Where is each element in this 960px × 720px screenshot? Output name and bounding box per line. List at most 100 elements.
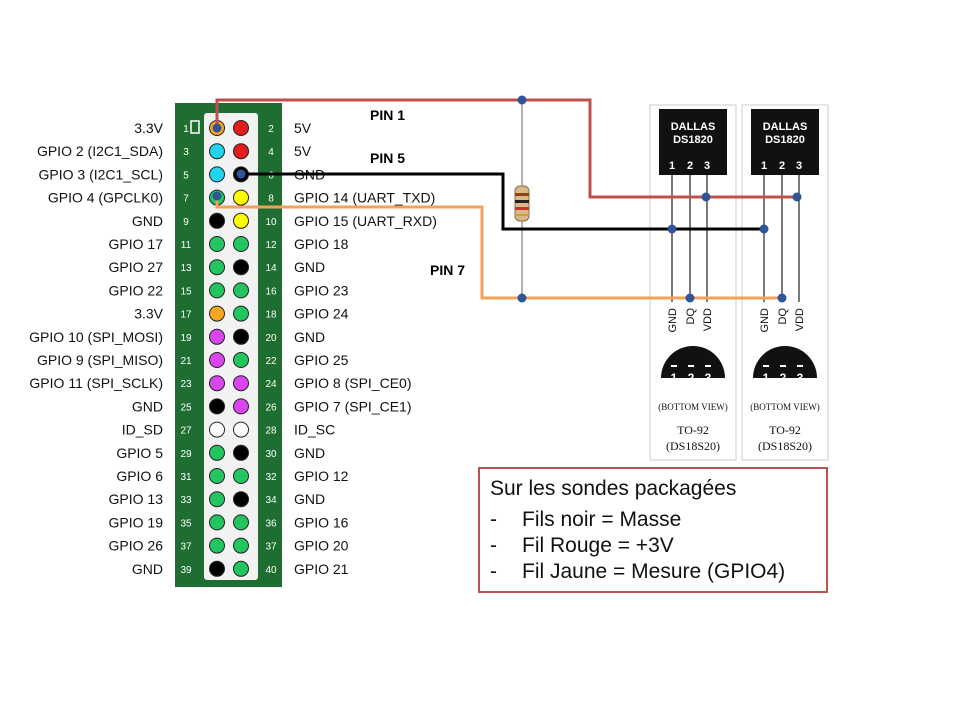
left-pin-label: 3.3V — [134, 120, 163, 136]
note-dash: - — [490, 534, 497, 557]
odd-pin-number: 11 — [181, 240, 192, 251]
odd-pin-number: 31 — [180, 472, 192, 483]
left-pin-label: GPIO 19 — [109, 514, 164, 530]
sensor-bottom-pin-number: 1 — [671, 371, 678, 385]
odd-pin-number: 19 — [180, 333, 192, 344]
sensor-bottom-pin-mark — [671, 365, 677, 367]
odd-pin-number: 33 — [180, 495, 192, 506]
odd-pin-number: 15 — [180, 286, 192, 297]
sensor-bottom-pin-number: 2 — [688, 371, 695, 385]
odd-pin-number: 5 — [183, 170, 189, 181]
left-pin-label: GPIO 4 (GPCLK0) — [48, 190, 163, 206]
gpio-pin-even — [233, 328, 249, 345]
gpio-pin-odd — [209, 143, 225, 160]
left-pin-label: ID_SD — [122, 422, 163, 438]
sensor-bottom-pin-mark — [705, 365, 711, 367]
right-pin-label: GPIO 25 — [294, 352, 349, 368]
odd-pin-number: 13 — [180, 263, 192, 274]
wire-node — [236, 169, 246, 179]
sensor-model: DS1820 — [765, 134, 805, 146]
sensor-bottom-pin-mark — [688, 365, 694, 367]
even-pin-number: 36 — [265, 518, 277, 529]
sensor-chip-body — [751, 109, 819, 175]
gpio-pin-even — [233, 398, 249, 415]
gpio-pin-odd — [209, 537, 225, 554]
gpio-pin-odd — [209, 560, 225, 577]
even-pin-number: 22 — [265, 356, 277, 367]
sensor-bottom-view-shape — [661, 346, 725, 378]
left-pin-label: GPIO 5 — [116, 445, 163, 461]
right-pin-label: GND — [294, 445, 325, 461]
odd-pin-number: 37 — [180, 542, 192, 553]
odd-pin-number: 23 — [180, 379, 192, 390]
gpio-pin-even — [233, 468, 249, 484]
right-pin-label: 5V — [294, 143, 312, 159]
sensor-package: TO-92 — [677, 423, 709, 437]
sensor-model: DS1820 — [673, 134, 713, 146]
left-pin-label: GPIO 6 — [116, 468, 163, 484]
sensor-pin-number: 1 — [669, 160, 675, 172]
gpio-pin-even — [233, 560, 249, 577]
wire-node — [685, 293, 695, 303]
right-pin-label: GPIO 24 — [294, 306, 349, 322]
odd-pin-number: 29 — [180, 449, 192, 460]
even-pin-number: 24 — [265, 379, 277, 390]
right-pin-label: GPIO 12 — [294, 468, 349, 484]
right-pin-label: GPIO 21 — [294, 561, 349, 577]
note-item: -Fil Jaune = Mesure (GPIO4) — [490, 559, 816, 585]
odd-pin-number: 27 — [180, 426, 192, 437]
right-pin-label: GPIO 15 (UART_RXD) — [294, 213, 437, 229]
left-pin-label: GPIO 9 (SPI_MISO) — [37, 352, 163, 368]
gpio-pin-even — [233, 189, 249, 206]
even-pin-number: 16 — [265, 286, 277, 297]
gpio-pin-even — [233, 537, 249, 554]
even-pin-number: 26 — [265, 402, 277, 413]
even-pin-number: 2 — [268, 124, 274, 135]
pin1-label: PIN 1 — [370, 107, 405, 123]
gpio-pin-even — [233, 421, 249, 438]
gpio-pin-even — [233, 491, 249, 508]
sensor-bottom-pin-number: 3 — [705, 371, 712, 385]
sensor-package: TO-92 — [769, 423, 801, 437]
left-pin-label: 3.3V — [134, 306, 163, 322]
power-wire — [215, 98, 800, 199]
right-pin-label: GPIO 23 — [294, 282, 349, 298]
odd-pin-number: 1 — [183, 124, 189, 135]
sensor-package-model: (DS18S20) — [666, 439, 720, 453]
gpio-header-connector — [204, 113, 258, 580]
right-pin-label: GND — [294, 329, 325, 345]
odd-pin-number: 39 — [180, 565, 192, 576]
odd-pin-number: 21 — [180, 356, 192, 367]
odd-pin-number: 17 — [180, 310, 192, 321]
odd-pin-number: 9 — [183, 217, 189, 228]
left-pin-label: GPIO 11 (SPI_SCLK) — [29, 375, 163, 391]
left-pin-label: GPIO 17 — [109, 236, 164, 252]
right-pin-label: GND — [294, 491, 325, 507]
wire-node — [701, 192, 711, 202]
sensor-pin-number: 3 — [796, 160, 802, 172]
sensor-pin-name: GND — [759, 308, 771, 333]
even-pin-number: 30 — [265, 449, 277, 460]
odd-pin-number: 3 — [183, 147, 189, 158]
gpio-pin-even — [233, 352, 249, 368]
note-item-text: Fil Jaune = Mesure (GPIO4) — [522, 560, 786, 583]
left-pin-label: GND — [132, 213, 163, 229]
sensor-chip-body — [659, 109, 727, 175]
left-pin-label: GPIO 10 (SPI_MOSI) — [29, 329, 163, 345]
left-pin-label: GND — [132, 561, 163, 577]
sensor-pin-name: DQ — [777, 308, 789, 325]
left-pin-label: GPIO 26 — [109, 538, 164, 554]
odd-pin-number: 35 — [180, 518, 192, 529]
right-pin-label: GPIO 7 (SPI_CE1) — [294, 398, 411, 414]
right-pin-label: 5V — [294, 120, 312, 136]
right-pin-label: GPIO 8 (SPI_CE0) — [294, 375, 411, 391]
even-pin-number: 34 — [265, 495, 277, 506]
resistor-band — [515, 214, 529, 216]
wire-node — [212, 191, 222, 201]
gpio-pin-odd — [209, 421, 225, 438]
even-pin-number: 8 — [268, 194, 274, 205]
gpio-pin-even — [233, 444, 249, 461]
gpio-pin-even — [233, 120, 249, 136]
